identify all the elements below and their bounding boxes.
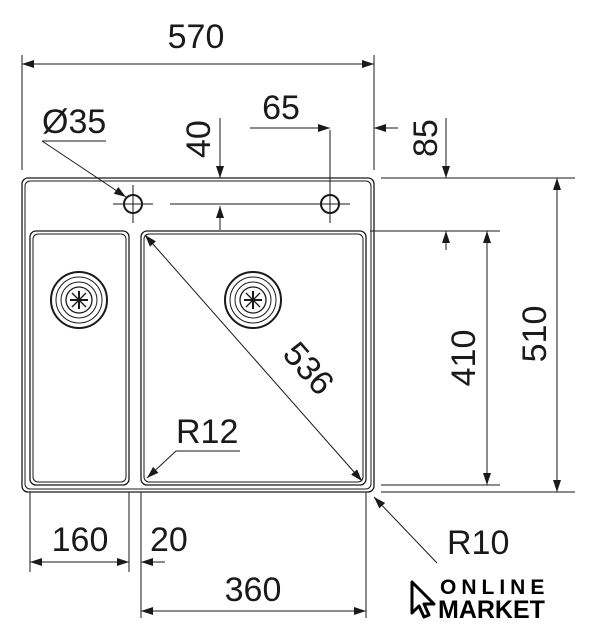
cursor-icon xyxy=(410,580,436,619)
dim-diameter: Ø35 xyxy=(42,103,106,141)
small-bowl-inner xyxy=(32,233,127,483)
logo-line1: ONLINE xyxy=(440,576,549,599)
large-bowl-inner xyxy=(143,233,364,483)
dim-20: 20 xyxy=(150,521,188,559)
large-bowl xyxy=(140,230,367,486)
dim-410: 410 xyxy=(445,330,483,387)
small-drain-icon xyxy=(50,271,108,329)
dim-line-r10 xyxy=(373,496,438,564)
dim-510: 510 xyxy=(516,306,554,363)
dim-85: 85 xyxy=(407,119,445,157)
dim-r12: R12 xyxy=(176,413,238,451)
sink-outline-inner xyxy=(24,180,372,490)
dim-40: 40 xyxy=(180,120,218,158)
dim-160: 160 xyxy=(52,521,109,559)
sink-outline xyxy=(21,177,375,493)
large-drain-icon xyxy=(224,271,282,329)
dim-line-r12 xyxy=(146,450,177,479)
dim-570: 570 xyxy=(168,18,225,56)
dim-line-diameter xyxy=(41,140,127,198)
small-bowl xyxy=(29,230,130,486)
dim-line-536 xyxy=(144,234,363,482)
logo-line2: MARKET xyxy=(438,596,545,624)
dim-360: 360 xyxy=(225,571,282,609)
dim-536: 536 xyxy=(275,335,341,403)
dim-65: 65 xyxy=(262,89,300,127)
dim-r10: R10 xyxy=(447,524,509,562)
online-market-logo: ONLINE MARKET xyxy=(410,576,549,624)
